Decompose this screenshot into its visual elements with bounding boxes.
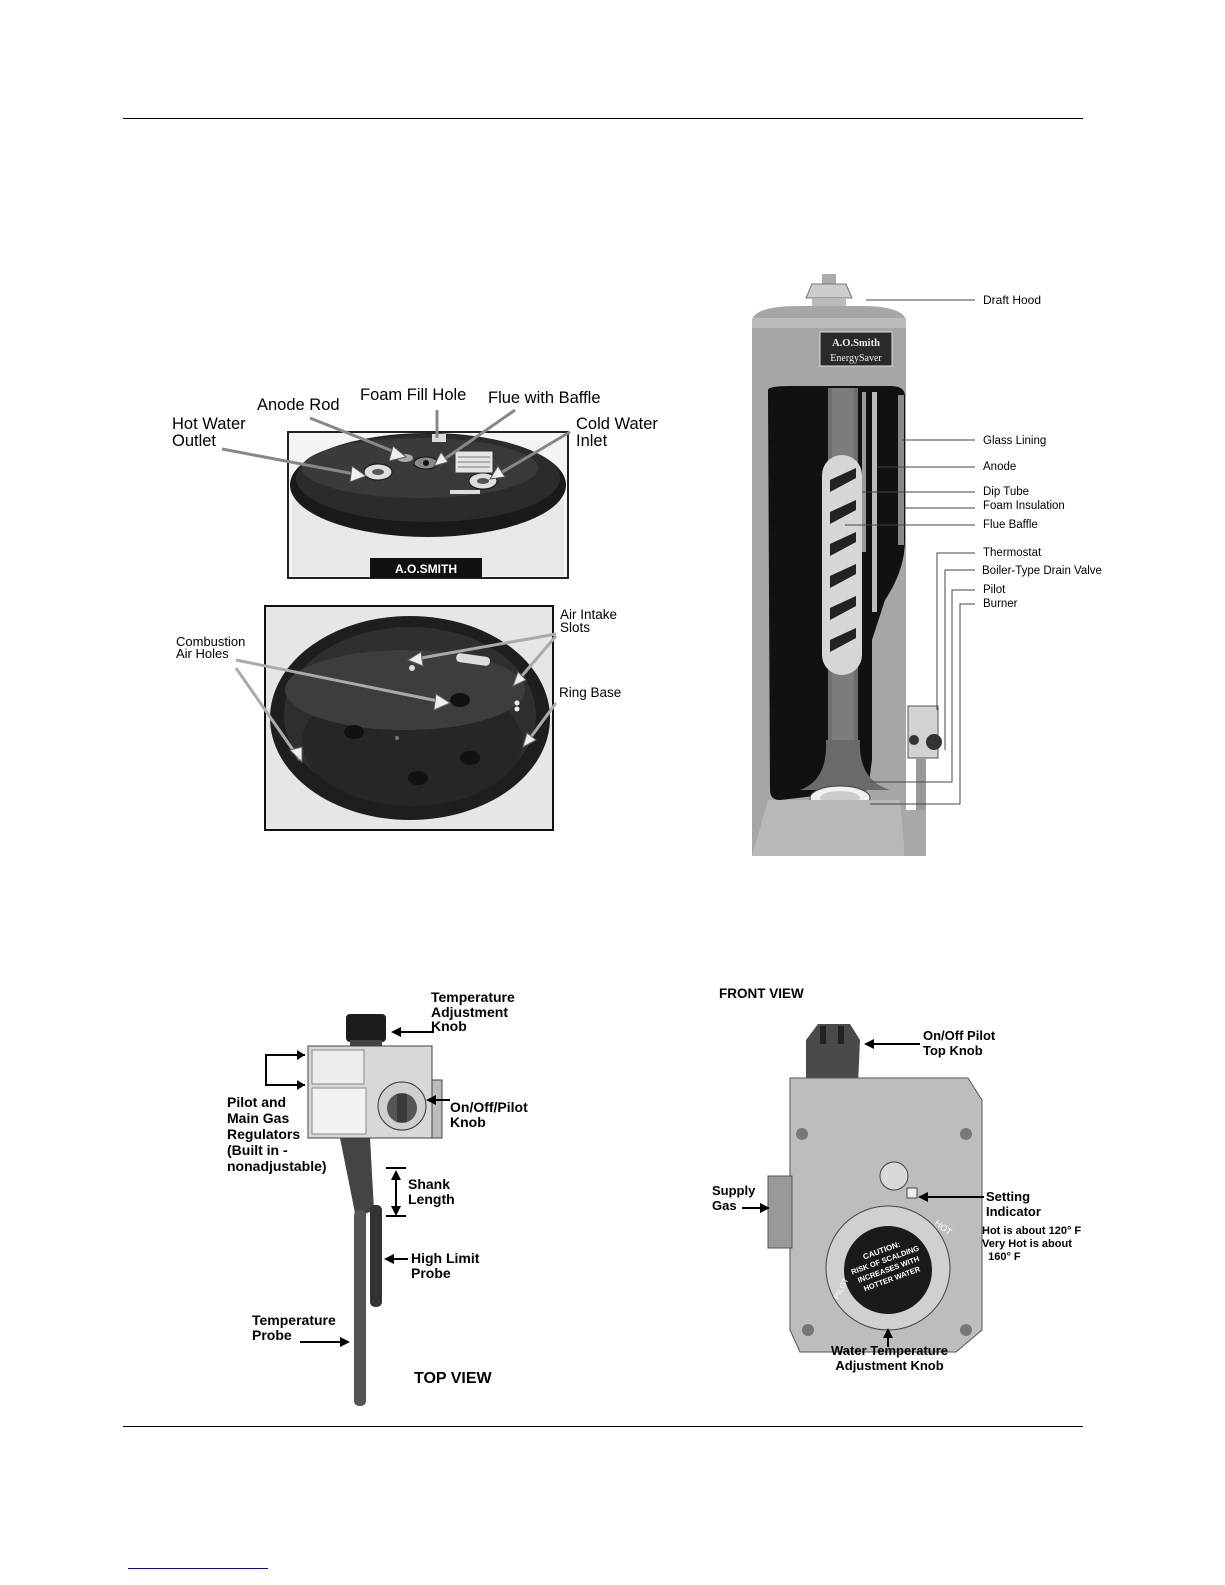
label-anode-rod: Anode Rod <box>257 396 340 414</box>
label-hot-temperature-note: Hot is about 120° F Very Hot is about 16… <box>982 1225 1082 1263</box>
label-burner: Burner <box>983 598 1018 610</box>
label-supply-gas: Supply Gas <box>712 1183 756 1213</box>
label-flue-with-baffle: Flue with Baffle <box>488 389 601 407</box>
label-cold-water-inlet: Cold Water Inlet <box>576 415 658 451</box>
label-pilot: Pilot <box>983 584 1006 596</box>
label-flue-baffle: Flue Baffle <box>983 519 1038 531</box>
label-top-view: TOP VIEW <box>414 1370 492 1387</box>
label-anode: Anode <box>983 461 1017 473</box>
label-shank-length: Shank Length <box>408 1176 455 1207</box>
header-rule <box>123 118 1083 119</box>
label-temperature-adjustment-knob: Temperature Adjustment Knob <box>431 989 515 1035</box>
brand-band-text: A.O.SMITH <box>395 562 457 576</box>
label-pilot-and-main-gas-regulators: Pilot and Main Gas Regulators (Built in … <box>227 1094 327 1175</box>
label-temperature-probe: Temperature Probe <box>252 1312 336 1343</box>
label-front-view: FRONT VIEW <box>719 986 804 1001</box>
cutaway-sub-brand: EnergySaver <box>830 353 882 364</box>
label-dip-tube: Dip Tube <box>983 486 1030 498</box>
label-high-limit-probe: High Limit Probe <box>411 1250 480 1281</box>
label-on-off-pilot-top-knob: On/Off Pilot Top Knob <box>923 1028 996 1058</box>
label-foam-fill-hole: Foam Fill Hole <box>360 386 467 404</box>
label-ring-base: Ring Base <box>559 685 622 700</box>
label-hot-water-outlet: Hot Water Outlet <box>172 415 246 451</box>
footnote-rule <box>128 1568 268 1569</box>
label-on-off-pilot-knob: On/Off/Pilot Knob <box>450 1099 528 1130</box>
label-air-intake-slots: Air Intake Slots <box>560 607 618 635</box>
label-thermostat: Thermostat <box>983 547 1042 559</box>
label-combustion-air-holes: Combustion Air Holes <box>176 634 246 662</box>
label-setting-indicator: Setting Indicator <box>986 1189 1041 1219</box>
label-foam-insulation: Foam Insulation <box>983 500 1065 512</box>
footer-rule <box>123 1426 1083 1427</box>
label-boiler-type-drain-valve: Boiler-Type Drain Valve <box>982 565 1102 577</box>
label-draft-hood: Draft Hood <box>983 293 1042 307</box>
label-glass-lining: Glass Lining <box>983 435 1047 447</box>
label-water-temperature-adjustment-knob: Water Temperature Adjustment Knob <box>831 1343 949 1373</box>
cutaway-brand: A.O.Smith <box>832 338 880 349</box>
